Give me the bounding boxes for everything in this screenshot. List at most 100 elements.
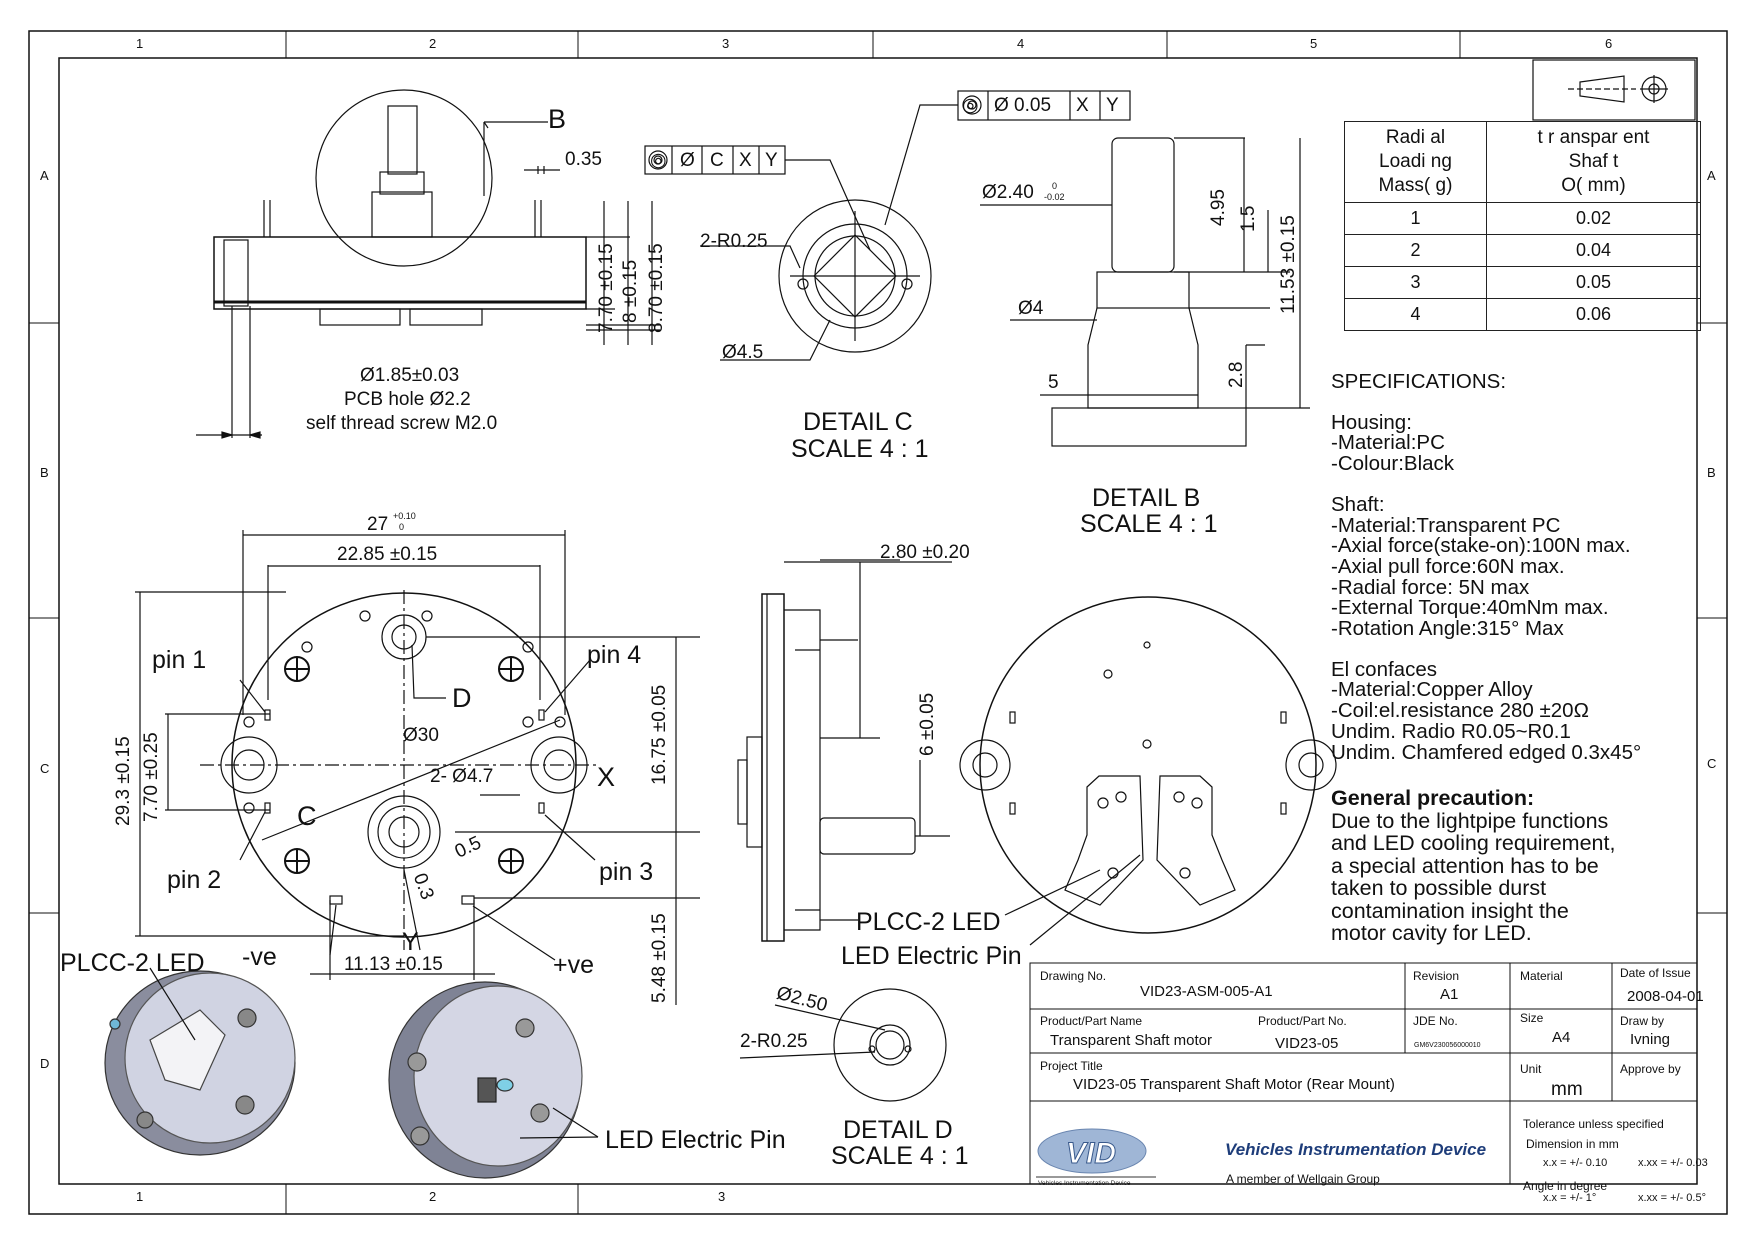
screw-holes bbox=[284, 656, 524, 874]
table-cell: 0.04 bbox=[1485, 234, 1702, 267]
tb-size-label: Size bbox=[1520, 1011, 1544, 1025]
precaution-line: Due to the lightpipe functions bbox=[1331, 808, 1609, 833]
tb-product-name-label: Product/Part Name bbox=[1040, 1014, 1143, 1028]
tb-tol-title: Tolerance unless specified bbox=[1523, 1117, 1664, 1131]
zone-col-3: 3 bbox=[722, 36, 730, 51]
dim-27: 27 bbox=[367, 514, 389, 535]
precaution-line: motor cavity for LED. bbox=[1331, 921, 1532, 945]
iso-view-front bbox=[104, 967, 296, 1156]
table-cell: 0.06 bbox=[1485, 298, 1702, 331]
dim-d47: 2- Ø4.7 bbox=[430, 766, 494, 787]
zone-row-b: B bbox=[40, 465, 49, 480]
detail-c-drawing bbox=[700, 90, 1131, 361]
table-header-row: Radi al Loadi ng Mass( g) t r anspar ent… bbox=[1344, 121, 1702, 203]
specifications: SPECIFICATIONS: Housing: -Material:PC -C… bbox=[1331, 371, 1731, 763]
table-cell: 0.02 bbox=[1485, 202, 1702, 235]
detail-c-gdt-y: Y bbox=[1106, 95, 1119, 116]
pin1-label: pin 1 bbox=[152, 646, 207, 674]
zone-col-1-bottom: 1 bbox=[136, 1189, 144, 1204]
detail-c-gdt-x: X bbox=[1076, 95, 1089, 116]
tb-tol-angle: Angle in degree bbox=[1523, 1179, 1608, 1193]
detail-b-drawing bbox=[980, 137, 1310, 447]
tb-tol-dim: Dimension in mm bbox=[1526, 1137, 1619, 1151]
table-cell: 2 bbox=[1344, 234, 1487, 267]
spec-line: Undim. Radio R0.05~R0.1 bbox=[1331, 719, 1571, 743]
spec-line: -Axial pull force:60N max. bbox=[1331, 554, 1565, 578]
tb-project-label: Project Title bbox=[1040, 1059, 1103, 1073]
tb-unit-label: Unit bbox=[1520, 1062, 1542, 1076]
tb-project: VID23-05 Transparent Shaft Motor (Rear M… bbox=[1073, 1076, 1395, 1093]
front-view-drawing bbox=[135, 530, 700, 1005]
zone-col-4: 4 bbox=[1017, 36, 1025, 51]
tb-product-no: VID23-05 bbox=[1275, 1035, 1339, 1052]
zone-row-c: C bbox=[40, 761, 50, 776]
tb-tol-x2: x.xx = +/- 0.03 bbox=[1638, 1157, 1708, 1169]
dim-2-80: 2.80 ±0.20 bbox=[880, 542, 970, 563]
iso-pin-label: LED Electric Pin bbox=[605, 1126, 786, 1154]
detail-c-gdt-tol: Ø 0.05 bbox=[994, 95, 1052, 116]
detail-d-r025: 2-R0.25 bbox=[740, 1031, 808, 1052]
spec-line: -Coil:el.resistance 280 ±20Ω bbox=[1331, 699, 1589, 723]
screw-label: self thread screw M2.0 bbox=[306, 413, 498, 434]
dim-29-3: 29.3 ±0.15 bbox=[113, 736, 134, 826]
logo-subtext: Vehicles Instrumentation Device bbox=[1038, 1180, 1131, 1187]
tb-company: Vehicles Instrumentation Device bbox=[1225, 1140, 1487, 1159]
zone-col-3-bottom: 3 bbox=[718, 1189, 726, 1204]
zone-row-c-right: C bbox=[1707, 756, 1717, 771]
gdt-top-c: C bbox=[710, 150, 724, 171]
detail-b-h15: 1.5 bbox=[1238, 205, 1259, 232]
spec-line: -Rotation Angle:315° Max bbox=[1331, 617, 1564, 641]
pcb-hole-label: PCB hole Ø2.2 bbox=[344, 389, 471, 410]
tb-drawing-no: VID23-ASM-005-A1 bbox=[1140, 983, 1273, 1000]
precaution-line: and LED cooling requirement, bbox=[1331, 831, 1616, 855]
pin2-label: pin 2 bbox=[167, 866, 222, 894]
detail-b-h28: 2.8 bbox=[1226, 361, 1247, 388]
precaution-line: taken to possible durst bbox=[1331, 876, 1547, 900]
detail-c-r025: 2-R0.25 bbox=[700, 231, 768, 252]
tb-unit: mm bbox=[1551, 1079, 1583, 1100]
precaution-line: contamination insight the bbox=[1331, 898, 1569, 923]
tb-size: A4 bbox=[1552, 1029, 1571, 1046]
pos-terminal-label: +ve bbox=[553, 951, 595, 979]
dim-7-70: 7.70 ±0.15 bbox=[596, 243, 617, 333]
tb-date-label: Date of Issue bbox=[1620, 966, 1691, 980]
gdt-top-x: X bbox=[739, 150, 752, 171]
zone-row-a: A bbox=[40, 168, 49, 183]
gdt-top-dia: Ø bbox=[680, 150, 695, 171]
detail-b-d4: Ø4 bbox=[1018, 298, 1044, 319]
radial-loading-table: Radi al Loadi ng Mass( g) t r anspar ent… bbox=[1344, 121, 1702, 331]
zone-row-d: D bbox=[40, 1056, 50, 1071]
tb-revision: A1 bbox=[1440, 986, 1459, 1003]
dim-d30: Ø30 bbox=[403, 725, 439, 746]
spec-line: Shaft: bbox=[1331, 492, 1385, 516]
detail-b-d240-tol-top: 0 bbox=[1052, 181, 1058, 191]
tb-material-label: Material bbox=[1520, 969, 1563, 983]
dim-11-13: 11.13 ±0.15 bbox=[344, 954, 443, 975]
detail-d-scale: SCALE 4 : 1 bbox=[831, 1142, 969, 1170]
dim-7-70-front: 7.70 ±0.25 bbox=[141, 732, 162, 822]
dim-5-48: 5.48 ±0.15 bbox=[649, 913, 670, 1003]
zone-col-2-bottom: 2 bbox=[429, 1189, 437, 1204]
tb-draw-by-label: Draw by bbox=[1620, 1014, 1665, 1028]
tb-member: A member of Wellgain Group bbox=[1226, 1172, 1380, 1186]
table-header-shaft: t r anspar ent Shaf t O( mm) bbox=[1485, 121, 1702, 203]
rear-view-drawing bbox=[959, 596, 1337, 946]
spec-line: El confaces bbox=[1331, 657, 1437, 681]
dim-27-tol0: 0 bbox=[399, 522, 405, 532]
spec-line: -Axial force(stake-on):100N max. bbox=[1331, 534, 1631, 558]
tb-draw-by: Ivning bbox=[1630, 1031, 1671, 1048]
dim-6: 6 ±0.05 bbox=[917, 692, 938, 756]
zone-col-6: 6 bbox=[1605, 36, 1613, 51]
detail-b-scale: SCALE 4 : 1 bbox=[1080, 510, 1218, 538]
detail-b-d5: 5 bbox=[1048, 372, 1059, 393]
spec-line: -Material:Transparent PC bbox=[1331, 513, 1561, 537]
spec-line: -Colour:Black bbox=[1331, 452, 1455, 476]
zone-row-b-right: B bbox=[1707, 465, 1716, 480]
rear-plcc-label: PLCC-2 LED bbox=[856, 908, 1001, 936]
dim-8: 8 ±0.15 bbox=[620, 259, 641, 323]
iso-view-rear bbox=[388, 981, 599, 1179]
dim-27-tol: +0.10 bbox=[393, 511, 416, 521]
inner-border bbox=[58, 57, 1698, 1185]
dim-hole-1-85: Ø1.85±0.03 bbox=[360, 365, 460, 386]
